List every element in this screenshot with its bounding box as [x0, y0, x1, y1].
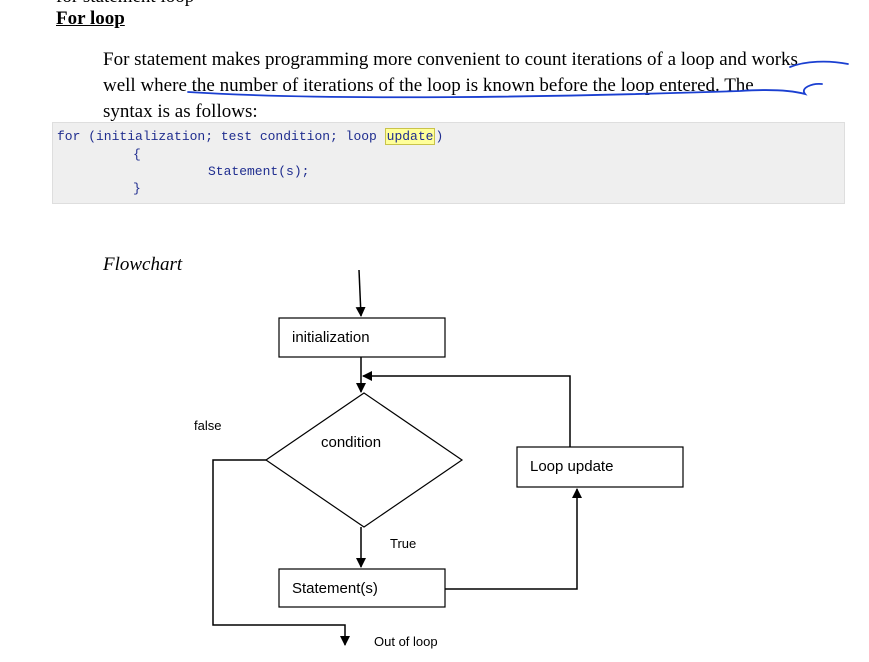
code-line: Statement(s); — [208, 164, 310, 179]
statement-to-update-arrow — [445, 488, 582, 590]
decision-diamond — [264, 392, 464, 528]
update-to-condition-arrow — [362, 371, 571, 447]
code-line: { — [133, 147, 141, 162]
code-line: } — [133, 181, 141, 196]
cut-off-line: for statement loop — [56, 0, 194, 8]
section-heading: For loop — [56, 8, 125, 29]
exit-label: Out of loop — [374, 634, 438, 649]
highlighted-token: update — [384, 128, 436, 145]
init-box-label: initialization — [292, 329, 370, 346]
code-block: for (initialization; test condition; loo… — [52, 122, 845, 204]
update-box-label: Loop update — [530, 458, 613, 475]
code-text: ) — [435, 129, 444, 144]
code-text: for (initialization; test condition; loo… — [57, 129, 385, 144]
statement-box — [278, 568, 446, 608]
flowchart-label: Flowchart — [103, 254, 183, 275]
paragraph-line: syntax is as follows: — [103, 101, 258, 122]
statement-box-label: Statement(s) — [292, 580, 378, 597]
update-box — [516, 446, 684, 488]
entry-arrow — [355, 269, 366, 317]
true-label: True — [390, 536, 416, 551]
paragraph-line: For statement makes programming more con… — [103, 49, 798, 70]
decision-label: condition — [321, 434, 381, 451]
init-box — [278, 317, 446, 358]
false-label: false — [194, 418, 221, 433]
code-line: for (initialization; test condition; loo… — [57, 128, 444, 145]
false-branch-line — [212, 459, 350, 646]
